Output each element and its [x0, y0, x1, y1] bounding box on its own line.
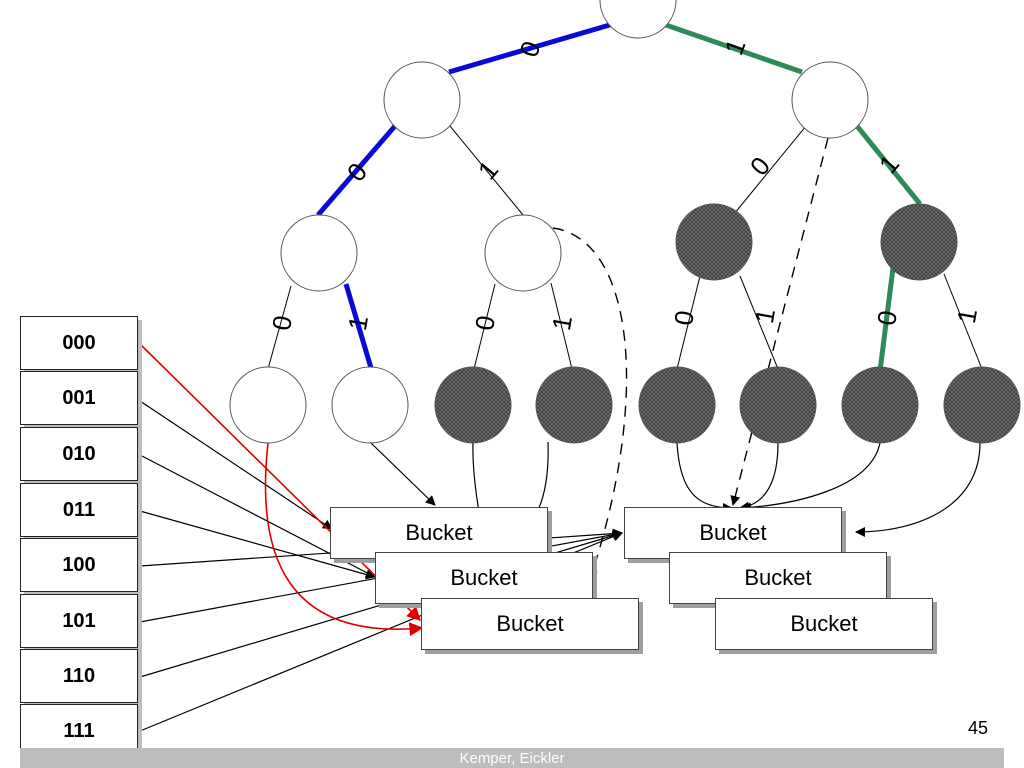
edge-n1-0	[733, 125, 807, 215]
leaf-111-arrow	[855, 442, 981, 537]
label-n1-0: 0	[744, 151, 776, 181]
leaf-110-arrow	[741, 442, 881, 513]
bucket-left-3: Bucket	[421, 598, 639, 650]
bucket-right-2: Bucket	[669, 552, 887, 604]
node-01	[484, 214, 562, 292]
edge-n11-0	[877, 267, 896, 372]
leaf-010	[434, 366, 512, 444]
label-root-0: 0	[513, 37, 546, 61]
node-00	[280, 214, 358, 292]
directory-entry-101: 101	[20, 594, 138, 648]
dashed-n01-arrow	[552, 227, 628, 580]
directory-entry-100: 100	[20, 538, 138, 592]
pointer-011	[139, 510, 376, 580]
node-0	[383, 61, 461, 139]
directory-entry-000: 000	[20, 316, 138, 370]
page-number: 45	[968, 718, 989, 738]
node-1	[791, 61, 869, 139]
leaf-101	[739, 366, 817, 444]
bucket-right-3: Bucket	[715, 598, 933, 650]
label-n01-1: 1	[546, 313, 578, 332]
leaf-100-arrow	[676, 442, 733, 513]
node-10	[675, 203, 753, 281]
leaf-000-red-arrow	[264, 442, 424, 637]
label-n10-0: 0	[668, 308, 700, 327]
label-n00-1: 1	[342, 313, 374, 332]
edge-n00-1	[343, 283, 374, 369]
directory-entry-011: 011	[20, 483, 138, 537]
bucket-left-2: Bucket	[375, 552, 593, 604]
label-n10-1: 1	[749, 306, 781, 325]
edge-n10-1	[739, 275, 779, 370]
leaf-100	[638, 366, 716, 444]
leaf-000	[229, 366, 307, 444]
label-n11-0: 0	[871, 308, 903, 327]
directory-entry-001: 001	[20, 371, 138, 425]
pointer-001	[139, 400, 333, 530]
leaf-111	[943, 366, 1021, 444]
node-root	[599, 0, 677, 39]
edge-n01-0	[473, 283, 496, 370]
leaf-110	[841, 366, 919, 444]
tree-edges	[267, 21, 983, 372]
leaf-011	[535, 366, 613, 444]
directory-entry-110: 110	[20, 649, 138, 703]
label-root-1: 1	[718, 35, 751, 59]
edge-n1-1	[855, 124, 922, 206]
dashed-shortcuts	[552, 137, 829, 580]
directory-entry-010: 010	[20, 427, 138, 481]
footer-bar: Kemper, Eickler	[20, 748, 1004, 768]
label-n01-0: 0	[469, 313, 501, 332]
footer-author: Kemper, Eickler	[459, 749, 565, 767]
tree-nodes	[229, 0, 1021, 444]
edge-root-1	[662, 21, 803, 75]
edge-n0-0	[316, 124, 397, 217]
edge-n11-1	[943, 273, 983, 370]
leaf-001	[331, 366, 409, 444]
pointer-000-red	[139, 343, 421, 621]
edge-root-0	[448, 21, 614, 75]
bucket-left-1: Bucket	[330, 507, 548, 559]
leaf-101-arrow	[739, 442, 779, 512]
edge-n0-1	[449, 125, 524, 216]
label-n11-1: 1	[951, 306, 983, 325]
edge-n00-0	[267, 285, 292, 370]
label-n00-0: 0	[266, 313, 298, 332]
dashed-n1-arrow	[730, 137, 829, 506]
label-n0-1: 1	[472, 155, 504, 185]
label-n1-1: 1	[873, 149, 905, 179]
edge-n10-0	[676, 275, 701, 370]
node-11	[880, 203, 958, 281]
leaf-001-arrow	[370, 442, 436, 506]
edge-n01-1	[550, 282, 573, 370]
edge-labels: 0 1 0 1 0 1 0 1 0 1 0 1 0 1	[266, 35, 983, 333]
